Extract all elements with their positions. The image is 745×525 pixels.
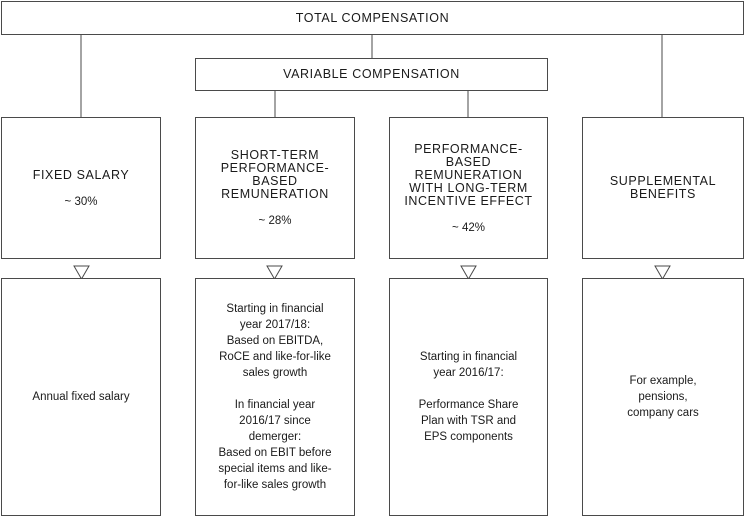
short-term-details: Starting in financial year 2017/18: Base… [195,278,355,516]
variable-compensation-box: VARIABLE COMPENSATION [195,58,548,91]
detail-text: Annual fixed salary [32,391,130,403]
arrow-down-icon [460,265,477,281]
detail-text: For example, pensions, company cars [627,375,699,419]
column-share: ~ 28% [258,215,292,227]
fixed-salary-details: Annual fixed salary [1,278,161,516]
column-title: SUPPLEMENTAL BENEFITS [609,174,717,201]
total-compensation-title: TOTAL COMPENSATION [295,10,450,25]
column-title: PERFORMANCE- BASED REMUNERATION WITH LON… [404,141,533,208]
column-title: FIXED SALARY [32,167,130,182]
column-title: SHORT-TERM PERFORMANCE- BASED REMUNERATI… [220,148,330,201]
arrow-down-icon [266,265,283,281]
long-term-details: Starting in financial year 2016/17: Perf… [389,278,548,516]
column-share: ~ 42% [452,221,485,234]
column-share: ~ 30% [64,195,98,208]
arrow-down-icon [73,265,90,281]
detail-text: In financial year 2016/17 since demerger… [218,399,332,491]
detail-text: Starting in financial year 2016/17: [419,351,518,379]
detail-text: Starting in financial year 2017/18: Base… [219,303,331,379]
fixed-salary-header: FIXED SALARY ~ 30% [1,117,161,259]
detail-text: Performance Share Plan with TSR and EPS … [418,399,519,443]
supplemental-benefits-details: For example, pensions, company cars [582,278,744,516]
supplemental-benefits-header: SUPPLEMENTAL BENEFITS [582,117,744,259]
total-compensation-box: TOTAL COMPENSATION [1,1,744,35]
long-term-header: PERFORMANCE- BASED REMUNERATION WITH LON… [389,117,548,259]
arrow-down-icon [654,265,671,281]
short-term-header: SHORT-TERM PERFORMANCE- BASED REMUNERATI… [195,117,355,259]
variable-compensation-title: VARIABLE COMPENSATION [283,67,460,81]
